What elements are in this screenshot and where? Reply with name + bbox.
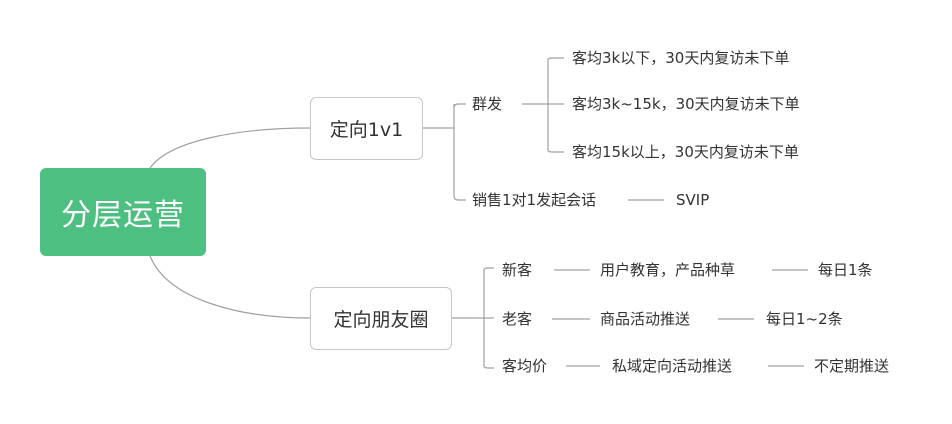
frequency-avg-price[interactable]: 不定期推送 [814,357,890,375]
root-label: 分层运营 [61,198,185,233]
root-node[interactable]: 分层运营 [40,168,206,256]
content-old-customer[interactable]: 商品活动推送 [600,310,691,328]
group-send-node[interactable]: 群发 [472,95,503,113]
group-item-1[interactable]: 客均3k以下，30天内复访未下单 [572,49,790,67]
group-item-2[interactable]: 客均3k~15k，30天内复访未下单 [572,95,800,113]
branch-label-moments: 定向朋友圈 [333,309,429,331]
segment-old-customer[interactable]: 老客 [502,310,533,328]
sales-session-node[interactable]: 销售1对1发起会话 [472,191,597,209]
content-avg-price[interactable]: 私域定向活动推送 [612,357,733,375]
branch-node-moments[interactable]: 定向朋友圈 [310,287,452,350]
content-new-customer[interactable]: 用户教育，产品种草 [600,261,736,279]
branch-node-1v1[interactable]: 定向1v1 [310,97,423,160]
segment-avg-price[interactable]: 客均价 [502,357,548,375]
segment-new-customer[interactable]: 新客 [502,261,533,279]
svip-node[interactable]: SVIP [676,191,710,209]
frequency-old-customer[interactable]: 每日1~2条 [766,310,843,328]
group-item-3[interactable]: 客均15k以上，30天内复访未下单 [572,143,799,161]
branch-label-1v1: 定向1v1 [329,119,404,141]
frequency-new-customer[interactable]: 每日1条 [818,261,873,279]
